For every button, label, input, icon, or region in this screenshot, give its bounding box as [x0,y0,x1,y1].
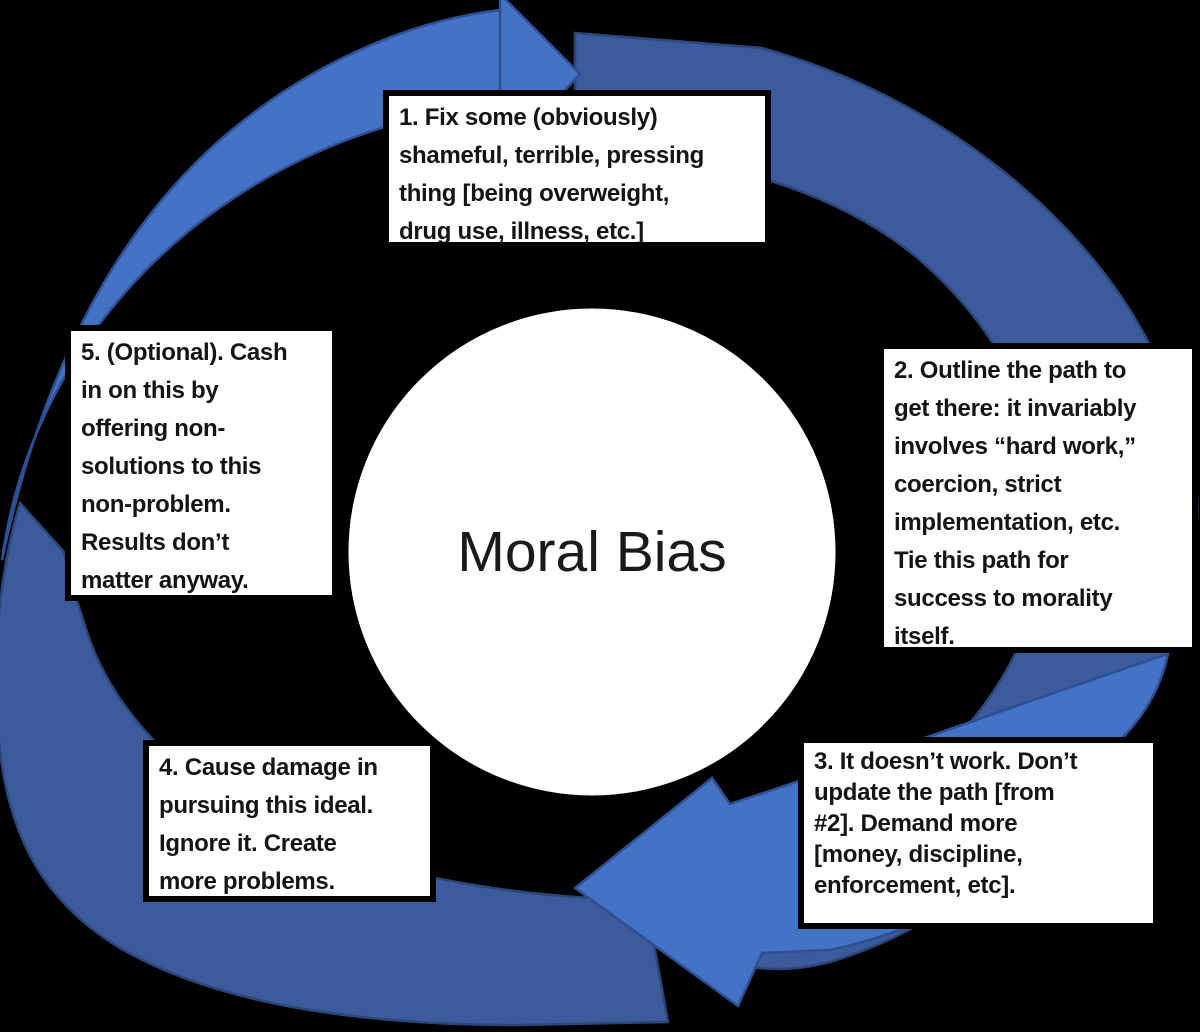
step-box-1: 1. Fix some (obviously) shameful, terrib… [383,90,771,248]
step-box-3: 3. It doesn’t work. Don’t update the pat… [798,737,1159,929]
center-circle [341,301,843,803]
step-box-2: 2. Outline the path to get there: it inv… [878,343,1198,653]
step-box-4: 4. Cause damage in pursuing this ideal. … [143,740,436,902]
center-label: Moral Bias [457,520,727,584]
step-box-5: 5. (Optional). Cash in on this by offeri… [65,325,338,601]
